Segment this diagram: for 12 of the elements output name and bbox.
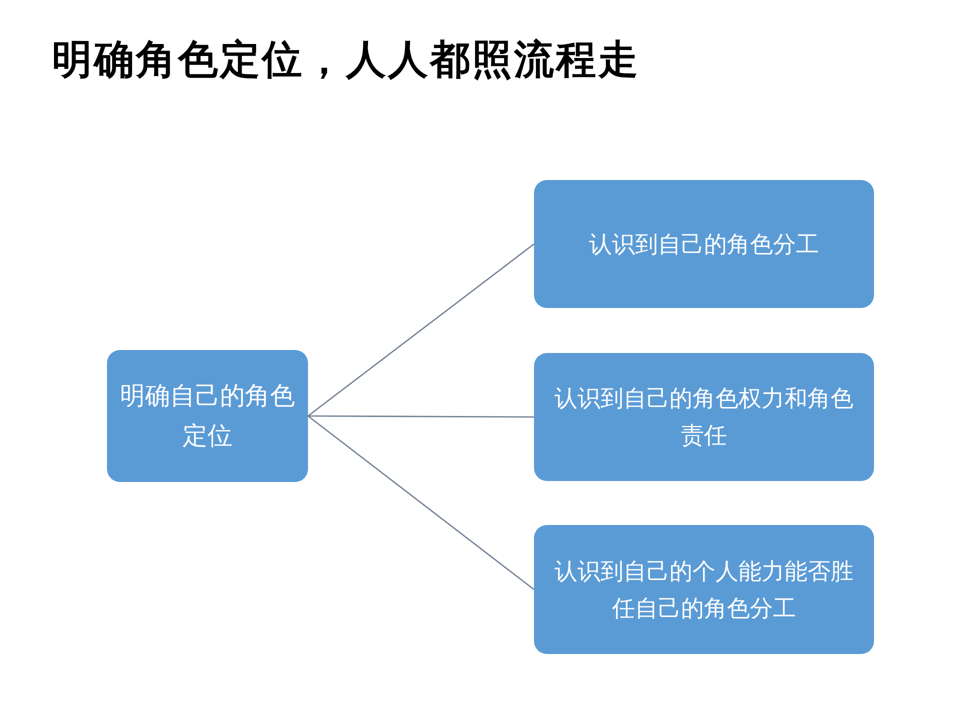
rounded-box <box>107 350 308 482</box>
box-text: 认识到自己的角色分工 <box>589 230 819 259</box>
connector-line <box>308 415 534 418</box>
box-text: 认识到自己的个人能力能否胜任自己的角色分工 <box>554 556 854 622</box>
box-text: 认识到自己的角色权力和角色责任 <box>554 384 854 450</box>
box-text: 明确自己的角色定位 <box>119 381 296 452</box>
rounded-box <box>534 525 874 654</box>
connector-line <box>308 243 534 417</box>
rounded-box <box>534 353 874 481</box>
connector-line <box>308 415 534 590</box>
title: 明确角色定位，人人都照流程走 <box>52 37 640 84</box>
rounded-box <box>534 180 874 308</box>
